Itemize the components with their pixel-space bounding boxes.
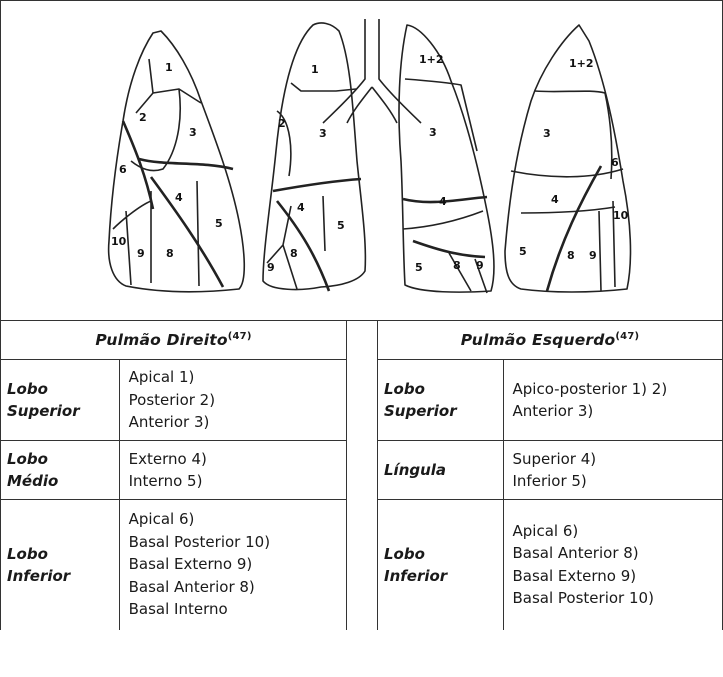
segment-item: Basal Posterior 10) xyxy=(129,531,338,554)
segment-list: Superior 4) Inferior 5) xyxy=(503,441,723,500)
label-r-lat-10: 10 xyxy=(111,235,127,248)
lung-diagram: 1 2 3 6 4 5 10 9 8 1 2 3 4 5 8 9 1+2 3 4… xyxy=(1,1,722,320)
segment-list: Apical 1) Posterior 2) Anterior 3) xyxy=(119,360,346,441)
segment-item: Apical 1) xyxy=(129,366,338,389)
label-l-lat-8: 8 xyxy=(567,249,575,262)
segment-item: Basal Posterior 10) xyxy=(513,587,715,610)
label-r-lat-9: 9 xyxy=(137,247,145,260)
label-l-lat-9: 9 xyxy=(589,249,597,262)
segment-list: Apico-posterior 1) 2) Anterior 3) xyxy=(503,360,723,441)
label-r-lat-3: 3 xyxy=(189,126,197,139)
segment-item: Apico-posterior 1) 2) xyxy=(513,378,715,401)
label-l-lat-1-2: 1+2 xyxy=(569,57,594,70)
segment-item: Basal Externo 9) xyxy=(513,565,715,588)
label-r-med-9: 9 xyxy=(267,261,275,274)
segment-item: Externo 4) xyxy=(129,448,338,471)
segment-item: Superior 4) xyxy=(513,448,715,471)
segment-list: Apical 6) Basal Anterior 8) Basal Extern… xyxy=(503,500,723,630)
label-r-med-3: 3 xyxy=(319,127,327,140)
segment-item: Apical 6) xyxy=(513,520,715,543)
label-r-med-5: 5 xyxy=(337,219,345,232)
label-l-lat-10: 10 xyxy=(613,209,629,222)
segment-item: Basal Externo 9) xyxy=(129,553,338,576)
label-r-lat-6: 6 xyxy=(119,163,127,176)
label-l-med-4: 4 xyxy=(439,195,447,208)
segment-item: Apical 6) xyxy=(129,508,338,531)
segment-item: Basal Anterior 8) xyxy=(513,542,715,565)
label-l-med-5: 5 xyxy=(415,261,423,274)
segment-list: Externo 4) Interno 5) xyxy=(119,441,346,500)
segment-item: Posterior 2) xyxy=(129,389,338,412)
label-l-lat-4: 4 xyxy=(551,193,559,206)
right-lung-lateral xyxy=(109,31,245,292)
segment-item: Interno 5) xyxy=(129,470,338,493)
label-r-lat-8: 8 xyxy=(166,247,174,260)
label-r-med-1: 1 xyxy=(311,63,319,76)
label-l-med-8: 8 xyxy=(453,259,461,272)
segment-item: Inferior 5) xyxy=(513,470,715,493)
label-l-lat-5: 5 xyxy=(519,245,527,258)
table-spacer xyxy=(347,320,377,677)
trachea xyxy=(323,19,421,123)
segment-item: Anterior 3) xyxy=(129,411,338,434)
lung-segments-figure: 1 2 3 6 4 5 10 9 8 1 2 3 4 5 8 9 1+2 3 4… xyxy=(0,0,723,320)
label-r-med-4: 4 xyxy=(297,201,305,214)
label-l-med-1-2: 1+2 xyxy=(419,53,444,66)
label-l-med-9: 9 xyxy=(476,259,484,272)
label-r-lat-1: 1 xyxy=(165,61,173,74)
label-l-lat-6: 6 xyxy=(611,156,619,169)
label-l-lat-3: 3 xyxy=(543,127,551,140)
segment-item: Anterior 3) xyxy=(513,400,715,423)
label-r-lat-4: 4 xyxy=(175,191,183,204)
right-lung-title: Pulmão Direito(47) xyxy=(1,321,347,360)
left-lung-medial xyxy=(399,25,494,293)
left-lung-title: Pulmão Esquerdo(47) xyxy=(378,321,723,360)
label-r-med-8: 8 xyxy=(290,247,298,260)
label-r-lat-2: 2 xyxy=(139,111,147,124)
segment-list: Apical 6) Basal Posterior 10) Basal Exte… xyxy=(119,500,346,630)
segment-item: Basal Interno xyxy=(129,598,338,621)
segment-item: Basal Anterior 8) xyxy=(129,576,338,599)
label-l-med-3: 3 xyxy=(429,126,437,139)
label-r-lat-5: 5 xyxy=(215,217,223,230)
label-r-med-2: 2 xyxy=(278,117,286,130)
lobe-name: Língula xyxy=(378,441,504,500)
